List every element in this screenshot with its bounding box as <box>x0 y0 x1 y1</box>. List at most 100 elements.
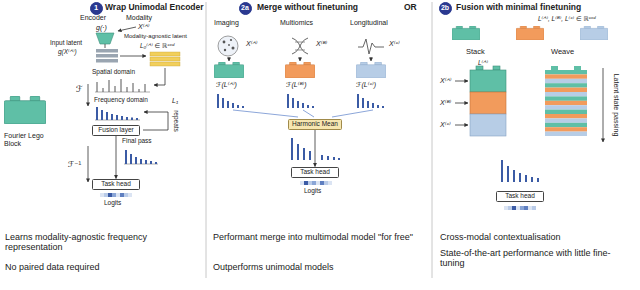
part-label: Latent state passing <box>612 74 620 137</box>
panel-heading: Merge without finetuning <box>257 3 358 13</box>
axis-label: Spatial domain <box>92 68 135 75</box>
process-box: Task head <box>291 167 339 178</box>
flow-arrow <box>88 84 89 106</box>
flow-line <box>105 44 106 48</box>
process-box: Task head <box>496 191 544 202</box>
math-symbol: X⁽ᶜ⁾ <box>440 121 451 129</box>
math-symbol: X⁽ᶜ⁾ <box>389 40 400 48</box>
flow-arrow <box>154 68 165 85</box>
flow-arrow <box>120 56 146 57</box>
math-symbol: L₀⁽ᴬ⁾ ∈ ℝᶜˣᵈ <box>140 42 174 49</box>
node-text: Task head <box>101 180 131 187</box>
modality-label: Imaging <box>214 19 239 27</box>
merge-line <box>233 110 373 117</box>
math-symbol: L⁽ᴬ⁾, L⁽ᴮ⁾, L⁽ᶜ⁾ ∈ ℝᶜˣᵈ <box>538 15 596 22</box>
flow-connector <box>315 130 316 167</box>
math-symbol: ℱ(L⁽ᴮ⁾) <box>286 81 307 89</box>
frequency-plot <box>218 94 383 108</box>
flow-arrow <box>455 81 468 125</box>
math-symbol: ℱ <box>76 84 83 94</box>
part-label: Final pass <box>122 137 152 144</box>
process-box: Task head <box>92 179 140 190</box>
logit-bar <box>100 193 132 197</box>
frequency-plot <box>126 150 156 164</box>
note-text: No paired data required <box>5 262 100 272</box>
lego-block <box>580 26 608 40</box>
math-symbol: X⁽ᴮ⁾ <box>316 40 327 48</box>
frequency-plot <box>292 138 339 160</box>
math-symbol: X⁽ᴬ⁾ <box>246 40 258 48</box>
lego-block <box>516 26 544 40</box>
imaging-icon <box>218 36 238 56</box>
math-symbol: L₁ <box>172 97 178 105</box>
panel-heading: Fusion with minimal finetuning <box>456 3 581 13</box>
math-symbol: X⁽ᴮ⁾ <box>440 99 451 107</box>
node-text: 1 <box>94 4 98 13</box>
part-label: Weave <box>551 48 574 57</box>
frequency-plot <box>502 160 538 182</box>
note-text: Outperforms unimodal models <box>213 262 334 272</box>
step-badge: 2b <box>439 2 452 15</box>
weave-blocks <box>545 66 587 136</box>
step-badge: 2a <box>239 2 252 15</box>
node-text: Harmonic Mean <box>292 120 338 127</box>
modality-label: Multiomics <box>280 19 313 27</box>
logit-bar <box>300 181 332 185</box>
math-symbol: ℱ⁻¹ <box>68 160 81 169</box>
part-label: Modality-agnostic latent <box>124 33 187 40</box>
flow-arrow <box>603 68 604 142</box>
math-symbol: L⁽ᴬ⁾ <box>478 59 488 66</box>
part-label: Fourier Lego Block <box>4 132 52 148</box>
panel-heading: OR <box>404 3 417 13</box>
logit-bar <box>504 206 536 210</box>
math-symbol: g(·) <box>96 24 107 32</box>
longitudinal-icon <box>358 39 384 54</box>
flow-arrow <box>118 27 136 31</box>
lego-block <box>4 96 46 124</box>
flow-arrow <box>88 146 89 182</box>
node-text: 2b <box>441 4 449 12</box>
multiomics-icon <box>292 38 308 54</box>
latent-stack <box>150 52 180 66</box>
flow-arrow <box>229 57 371 61</box>
part-label: Stack <box>466 48 485 57</box>
node-text: Task head <box>300 168 330 175</box>
math-symbol: g(X⁽ᴬ⁾) <box>58 48 77 55</box>
stack-blocks <box>470 66 506 136</box>
note-text: State-of-the-art performance with little… <box>440 248 632 269</box>
repeat-loop <box>143 112 168 130</box>
process-box: Fusion layer <box>92 125 140 136</box>
math-symbol: ℱ(L⁽ᶜ⁾) <box>356 81 376 89</box>
latent-stack <box>96 49 118 63</box>
modality-label: Longitudinal <box>350 19 388 27</box>
flow-connector <box>116 136 117 179</box>
frequency-plot <box>97 107 137 120</box>
encoder-shape <box>96 33 114 44</box>
math-symbol: ℱ(L⁽ᴬ⁾) <box>216 81 237 89</box>
part-label: Input latent <box>50 39 82 46</box>
panel-heading: Wrap Unimodal Encoder <box>105 3 204 13</box>
note-text: Cross-modal contextualisation <box>440 232 561 242</box>
lego-block <box>356 62 386 78</box>
spatial-plot <box>97 79 145 92</box>
math-symbol: X⁽ᴬ⁾ <box>138 23 150 31</box>
note-text: Performant merge into multimodal model "… <box>213 232 418 242</box>
part-label: repeats <box>172 110 179 132</box>
node-text: Fusion layer <box>98 126 133 133</box>
node-text: 2a <box>241 4 249 12</box>
process-box: Harmonic Mean <box>288 119 342 130</box>
step-badge: 1 <box>90 2 103 15</box>
part-label: Logits <box>104 199 121 206</box>
axis-label: Frequency domain <box>94 96 148 103</box>
part-label: Modality <box>126 14 152 22</box>
panel-separator <box>206 2 432 278</box>
node-text: Task head <box>505 192 535 199</box>
lego-block <box>452 26 480 40</box>
note-text: Learns modality-agnostic frequency repre… <box>5 232 200 253</box>
lego-block <box>285 62 315 78</box>
part-label: Encoder <box>80 14 106 22</box>
lego-block <box>214 62 244 78</box>
part-label: Logits <box>304 187 321 194</box>
math-symbol: X⁽ᴬ⁾ <box>440 77 452 85</box>
